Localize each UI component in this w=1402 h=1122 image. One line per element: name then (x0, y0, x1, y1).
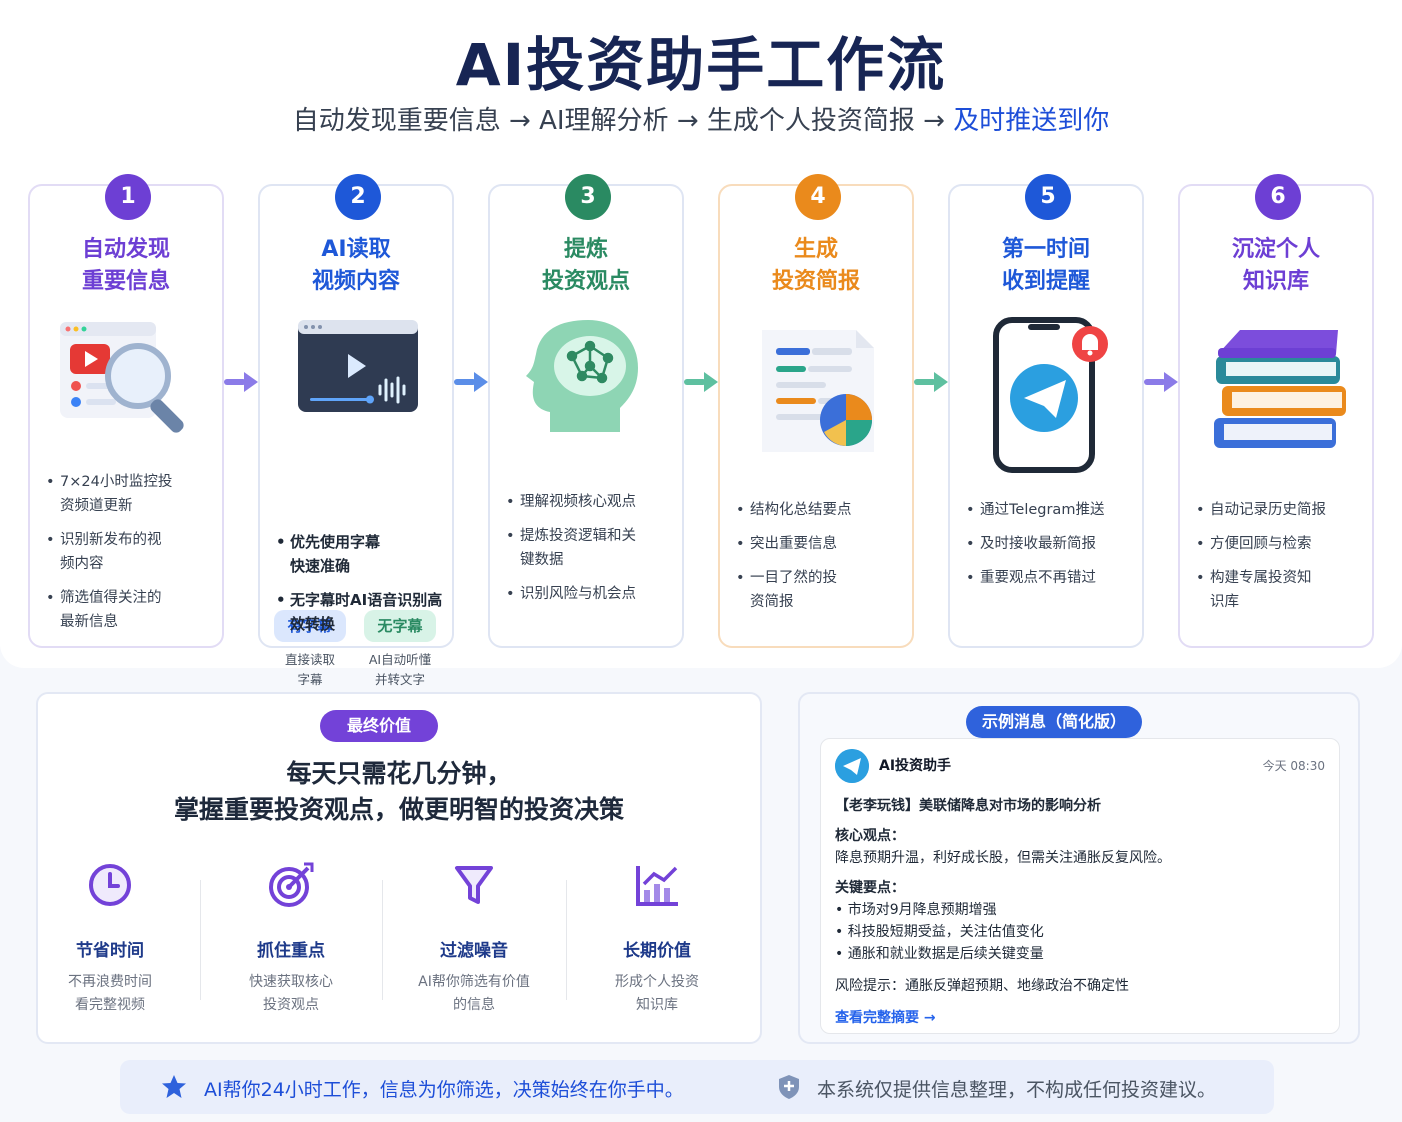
video-player-icon (298, 320, 418, 412)
step-card-1: 1 自动发现重要信息 7×24小时监控投资频道更新 识别新发布的视频内容 筛选值… (28, 174, 224, 648)
chart-icon (636, 866, 678, 906)
report-document-icon (762, 330, 874, 452)
feature-key-points: 抓住重点 快速获取核心投资观点 (201, 860, 381, 1017)
arrow-right-icon (224, 372, 258, 392)
star-icon (162, 1075, 186, 1098)
arrow-right-icon (454, 372, 488, 392)
message-headline: 【老李玩钱】美联储降息对市场的影响分析 (835, 798, 1101, 814)
key-point: • 通胀和就业数据是后续关键变量 (835, 946, 1044, 962)
step-title: 生成投资简报 (771, 237, 860, 294)
feature-divider (200, 880, 201, 1000)
feature-long-term: 长期价值 形成个人投资知识库 (567, 860, 747, 1017)
view-summary-link[interactable]: 查看完整摘要 → (835, 1010, 936, 1026)
arrow-right-icon (914, 372, 948, 392)
footer-left-text: AI帮你24小时工作，信息为你筛选，决策始终在你手中。 (204, 1079, 684, 1101)
sender-name: AI投资助手 (879, 758, 952, 774)
step-bullets: 理解视频核心观点 提炼投资逻辑和关键数据 识别风险与机会点 (506, 490, 674, 616)
arrow-right-icon (684, 372, 718, 392)
feature-divider (382, 880, 383, 1000)
key-label: 关键要点： (835, 880, 905, 896)
example-message: AI投资助手 今天 08:30 【老李玩钱】美联储降息对市场的影响分析 核心观点… (820, 738, 1340, 1034)
search-video-icon (60, 322, 184, 433)
step-number-badge: 3 (565, 174, 611, 220)
footer-right-text: 本系统仅提供信息整理，不构成任何投资建议。 (817, 1079, 1217, 1101)
tag-desc: 直接读取字幕 (284, 652, 335, 687)
books-stack-icon (1214, 330, 1346, 448)
step-title: 第一时间收到提醒 (1001, 237, 1090, 294)
message-pill: 示例消息（简化版） (966, 706, 1142, 738)
clock-icon (89, 864, 131, 906)
brain-head-icon (526, 320, 638, 432)
target-icon (269, 862, 314, 907)
step-bullets: 结构化总结要点 突出重要信息 一目了然的投资简报 (736, 498, 904, 624)
step-number-badge: 1 (105, 174, 151, 220)
shield-icon (779, 1075, 799, 1099)
workflow-section (0, 0, 1402, 668)
risk-text: 风险提示：通胀反弹超预期、地缘政治不确定性 (835, 978, 1129, 994)
step-bullets: 通过Telegram推送 及时接收最新简报 重要观点不再错过 (966, 498, 1134, 600)
telegram-icon (835, 749, 869, 783)
key-point: • 市场对9月降息预期增强 (835, 902, 997, 918)
step-bullets: 7×24小时监控投资频道更新 识别新发布的视频内容 筛选值得关注的最新信息 (46, 470, 214, 644)
step-number-badge: 6 (1255, 174, 1301, 220)
step-bullets: 优先使用字幕快速准确 无字幕时AI语音识别高效转换 (276, 530, 444, 646)
step-number-badge: 2 (335, 174, 381, 220)
subtitle-highlight: 及时推送到你 (953, 106, 1110, 136)
page-subtitle: 自动发现重要信息 → AI理解分析 → 生成个人投资简报 → 及时推送到你 (0, 100, 1402, 137)
message-time: 今天 08:30 (1262, 759, 1325, 773)
step-title: AI读取视频内容 (311, 237, 400, 294)
step-title: 沉淀个人知识库 (1231, 237, 1320, 294)
arrow-right-icon (1144, 372, 1178, 392)
value-panel (36, 692, 762, 1044)
value-headline: 每天只需花几分钟，掌握重要投资观点，做更明智的投资决策 (173, 759, 624, 824)
subtitle-main: 自动发现重要信息 → AI理解分析 → 生成个人投资简报 → (292, 106, 954, 136)
step-number-badge: 5 (1025, 174, 1071, 220)
step-number-badge: 4 (795, 174, 841, 220)
footer-bar: AI帮你24小时工作，信息为你筛选，决策始终在你手中。 本系统仅提供信息整理，不… (120, 1060, 1274, 1114)
page-title: AI投资助手工作流 (455, 31, 947, 99)
core-label: 核心观点： (835, 828, 905, 844)
feature-save-time: 节省时间 不再浪费时间看完整视频 (20, 860, 200, 1017)
step-bullets: 自动记录历史简报 方便回顾与检索 构建专属投资知识库 (1196, 498, 1364, 624)
step-title: 提炼投资观点 (541, 237, 630, 294)
key-point: • 科技股短期受益，关注估值变化 (835, 924, 1044, 940)
feature-filter-noise: 过滤噪音 AI帮你筛选有价值的信息 (384, 860, 564, 1017)
tag-desc: AI自动听懂并转文字 (368, 652, 432, 687)
core-text: 降息预期升温，利好成长股，但需关注通胀反复风险。 (835, 850, 1171, 866)
filter-icon (455, 866, 493, 904)
feature-divider (566, 880, 567, 1000)
step-title: 自动发现重要信息 (81, 237, 170, 294)
value-pill: 最终价值 (320, 710, 438, 742)
phone-telegram-icon (993, 317, 1108, 473)
